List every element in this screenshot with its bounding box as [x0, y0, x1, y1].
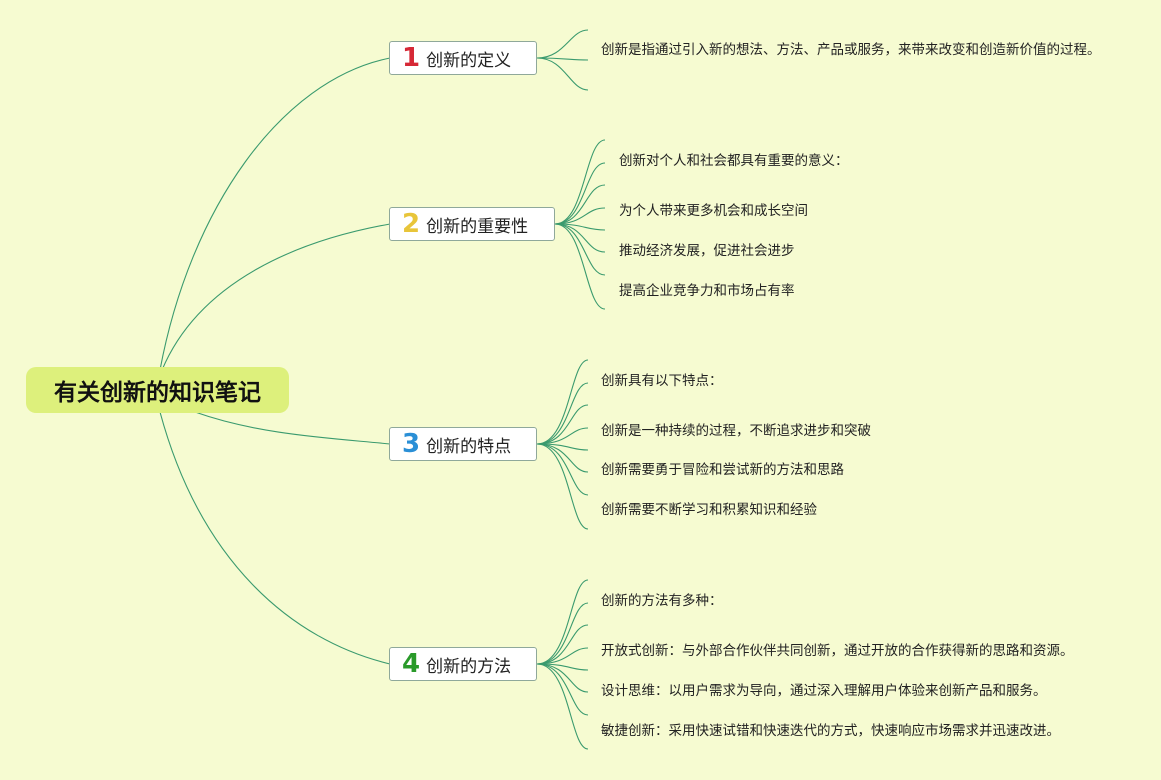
leaf-methods-intro[interactable]: 创新的方法有多种：	[601, 591, 723, 611]
leaf-text: 创新需要不断学习和积累知识和经验	[601, 502, 817, 518]
branch-label: 创新的方法	[426, 656, 512, 677]
fan-2c	[554, 184, 606, 225]
fan-2g	[554, 223, 606, 276]
leaf-text: 设计思维：以用户需求为导向，通过深入理解用户体验来创新产品和服务。	[601, 683, 1047, 699]
leaf-importance-3[interactable]: 提高企业竞争力和市场占有率	[619, 281, 795, 301]
fan-4c	[536, 624, 589, 665]
fan-4f	[536, 663, 589, 693]
fan-2d	[554, 207, 606, 225]
leaf-text: 推动经济发展，促进社会进步	[619, 243, 795, 259]
fan-2a	[554, 139, 606, 225]
branch-label: 创新的定义	[426, 50, 512, 71]
root-link-3	[194, 411, 391, 445]
leaf-text: 创新具有以下特点：	[601, 373, 723, 389]
number-3-icon: 3	[402, 429, 421, 459]
leaf-text: 创新的方法有多种：	[601, 593, 723, 609]
leaf-text: 提高企业竞争力和市场占有率	[619, 283, 795, 299]
fan-3c	[536, 404, 589, 445]
leaf-definition[interactable]: 创新是指通过引入新的想法、方法、产品或服务，来带来改变和创造新价值的过程。	[601, 40, 1101, 60]
leaf-text: 创新需要勇于冒险和尝试新的方法和思路	[601, 462, 844, 478]
root-link-2	[161, 223, 391, 371]
leaf-text: 创新是指通过引入新的想法、方法、产品或服务，来带来改变和创造新价值的过程。	[601, 42, 1101, 58]
root-link-4	[159, 411, 391, 665]
branch-methods[interactable]: 4 创新的方法	[389, 647, 537, 681]
fan-4b	[536, 602, 589, 665]
fan-3f	[536, 443, 589, 473]
root-link-1	[159, 57, 391, 371]
leaf-text: 开放式创新：与外部合作伙伴共同创新，通过开放的合作获得新的思路和资源。	[601, 643, 1074, 659]
leaf-text: 敏捷创新：采用快速试错和快速迭代的方式，快速响应市场需求并迅速改进。	[601, 723, 1060, 739]
fan-4g	[536, 663, 589, 716]
fan-4a	[536, 579, 589, 665]
fan-4d	[536, 647, 589, 665]
leaf-features-3[interactable]: 创新需要不断学习和积累知识和经验	[601, 500, 817, 520]
leaf-features-2[interactable]: 创新需要勇于冒险和尝试新的方法和思路	[601, 460, 844, 480]
fan-3g	[536, 443, 589, 496]
fan-3d	[536, 427, 589, 445]
leaf-methods-1[interactable]: 开放式创新：与外部合作伙伴共同创新，通过开放的合作获得新的思路和资源。	[601, 641, 1074, 661]
fan-1c	[536, 57, 589, 91]
branch-features[interactable]: 3 创新的特点	[389, 427, 537, 461]
leaf-text: 为个人带来更多机会和成长空间	[619, 203, 808, 219]
branch-label: 创新的特点	[426, 436, 512, 457]
branch-label: 创新的重要性	[426, 216, 529, 237]
fan-3h	[536, 443, 589, 530]
leaf-text: 创新是一种持续的过程，不断追求进步和突破	[601, 423, 871, 439]
root-title: 有关创新的知识笔记	[54, 380, 261, 406]
leaf-text: 创新对个人和社会都具有重要的意义：	[619, 153, 849, 169]
leaf-features-1[interactable]: 创新是一种持续的过程，不断追求进步和突破	[601, 421, 871, 441]
fan-1a	[536, 29, 589, 59]
number-2-icon: 2	[402, 209, 421, 239]
fan-2b	[554, 162, 606, 225]
fan-3a	[536, 359, 589, 445]
fan-2h	[554, 223, 606, 310]
branch-definition[interactable]: 1 创新的定义	[389, 41, 537, 75]
branch-importance[interactable]: 2 创新的重要性	[389, 207, 555, 241]
leaf-methods-2[interactable]: 设计思维：以用户需求为导向，通过深入理解用户体验来创新产品和服务。	[601, 681, 1047, 701]
fan-2f	[554, 223, 606, 253]
number-4-icon: 4	[402, 649, 421, 679]
fan-3b	[536, 382, 589, 445]
leaf-importance-intro[interactable]: 创新对个人和社会都具有重要的意义：	[619, 151, 849, 171]
root-topic[interactable]: 有关创新的知识笔记	[26, 367, 289, 413]
leaf-features-intro[interactable]: 创新具有以下特点：	[601, 371, 723, 391]
leaf-importance-2[interactable]: 推动经济发展，促进社会进步	[619, 241, 795, 261]
leaf-importance-1[interactable]: 为个人带来更多机会和成长空间	[619, 201, 808, 221]
leaf-methods-3[interactable]: 敏捷创新：采用快速试错和快速迭代的方式，快速响应市场需求并迅速改进。	[601, 721, 1060, 741]
fan-4h	[536, 663, 589, 750]
number-1-icon: 1	[402, 43, 421, 73]
